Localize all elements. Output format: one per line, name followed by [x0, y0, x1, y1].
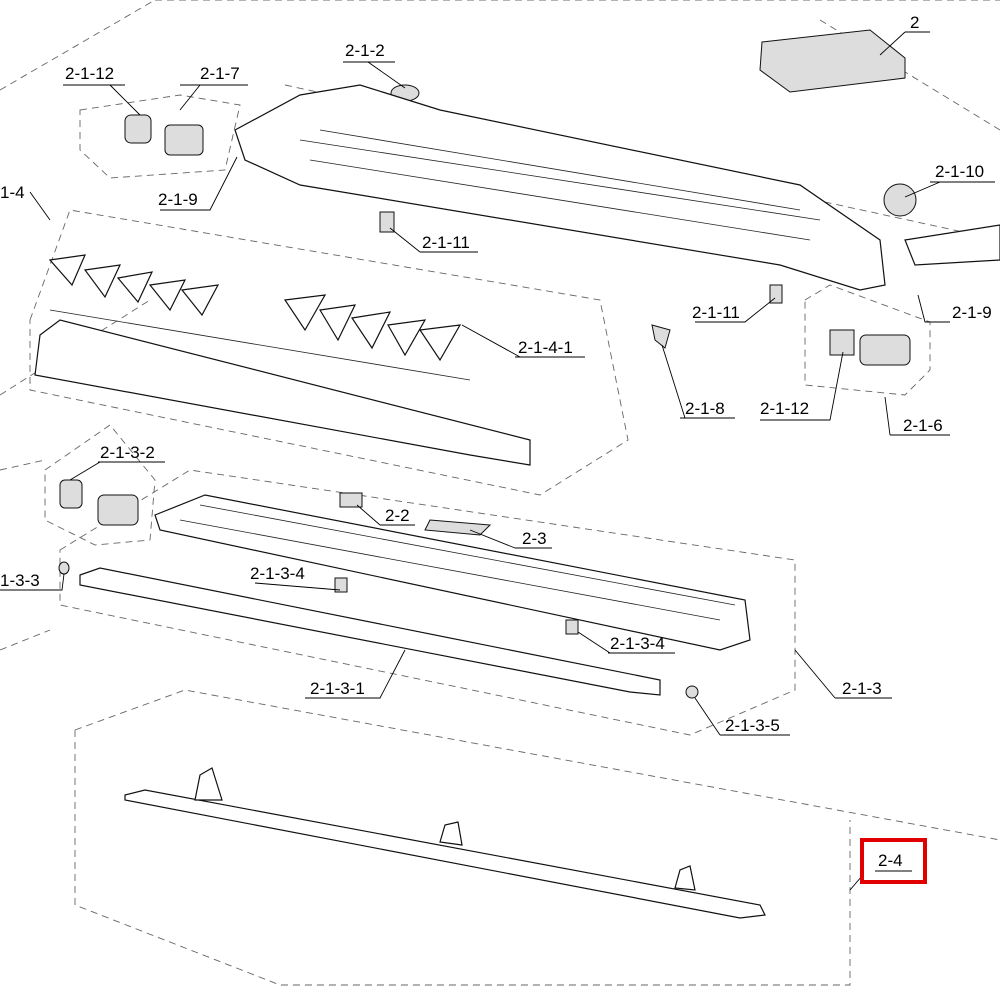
- part-2-1-12-b: [829, 329, 855, 356]
- label-2-1-6: 2-1-6: [903, 416, 943, 435]
- part-2-4-flap: [124, 789, 766, 919]
- outline-2-1-3: [59, 469, 796, 736]
- part-2-1-3-2: [59, 479, 83, 509]
- label-2-2: 2-2: [385, 506, 410, 525]
- part-2-1-7: [164, 124, 204, 156]
- label-2-1-3-4-b: 2-1-3-4: [610, 634, 665, 653]
- label-2-1-10: 2-1-10: [935, 162, 984, 181]
- label-2-1-12-b: 2-1-12: [760, 399, 809, 418]
- label-2-1-4-1: 2-1-4-1: [518, 338, 573, 357]
- callout-labels: 2 2-1-2 2-1-12 2-1-7 2-1-9 2-1-10 1-4 2-…: [0, 13, 995, 891]
- label-2-1-3: 2-1-3: [842, 679, 882, 698]
- label-2-1-3-4: 2-1-3-4: [250, 564, 305, 583]
- label-1-3-3: 1-3-3: [0, 571, 40, 590]
- part-1-3-3: [58, 561, 70, 575]
- outline-2-1-7: [79, 94, 241, 179]
- label-2-1-11: 2-1-11: [422, 233, 470, 252]
- part-2-1-11-b: [769, 284, 783, 304]
- outline-edge: [0, 459, 51, 651]
- label-2-1-9: 2-1-9: [158, 190, 198, 209]
- part-2-display: [759, 29, 906, 93]
- label-2-3: 2-3: [522, 529, 547, 548]
- part-2-1-8: [651, 324, 671, 349]
- flap-hinges: [194, 767, 696, 891]
- label-2-1-2: 2-1-2: [345, 41, 385, 60]
- outline-2-1-6: [804, 284, 931, 396]
- frame-lines: [179, 504, 736, 621]
- label-2-4[interactable]: 2-4: [878, 851, 903, 870]
- outline-2-4: [74, 689, 1000, 986]
- label-2-1-9-b: 2-1-9: [952, 303, 992, 322]
- part-2-1-3-2-b: [97, 494, 139, 526]
- label-2-1-3-1: 2-1-3-1: [310, 679, 365, 698]
- label-2-1-3-5: 2-1-3-5: [725, 716, 780, 735]
- chassis-lines: [299, 129, 821, 241]
- label-2-1-8: 2-1-8: [685, 399, 725, 418]
- part-fan-shaft: [904, 224, 1000, 266]
- part-2-1-3-4-a: [334, 577, 348, 593]
- label-2-1-3-2: 2-1-3-2: [100, 443, 155, 462]
- part-2-1-10: [883, 183, 917, 217]
- leader-lines: [0, 31, 950, 736]
- part-2-2: [339, 492, 363, 508]
- outline-top: [0, 0, 1000, 91]
- label-1-4: 1-4: [0, 183, 25, 202]
- outline-2-1-4: [29, 209, 629, 496]
- outline-2-1-3-2: [44, 424, 156, 546]
- label-2: 2: [910, 13, 919, 32]
- parts: [34, 29, 1000, 919]
- part-2-1-11-a: [379, 211, 395, 233]
- highlight-box-2-4: [860, 838, 927, 884]
- part-2-3: [424, 519, 492, 536]
- part-2-1-3-5: [685, 685, 699, 699]
- label-2-1-7: 2-1-7: [200, 64, 240, 83]
- part-2-1-3-frame: [154, 494, 751, 651]
- part-2-1-4-louvers: [34, 254, 531, 466]
- part-2-1-12-a: [124, 114, 152, 144]
- label-2-1-12: 2-1-12: [65, 64, 114, 83]
- part-2-1-3-1: [79, 567, 661, 696]
- label-2-1-11-b: 2-1-11: [692, 303, 740, 322]
- part-2-1-3-4-b: [565, 619, 579, 635]
- part-chassis: [234, 84, 886, 291]
- part-2-1-6: [859, 334, 911, 366]
